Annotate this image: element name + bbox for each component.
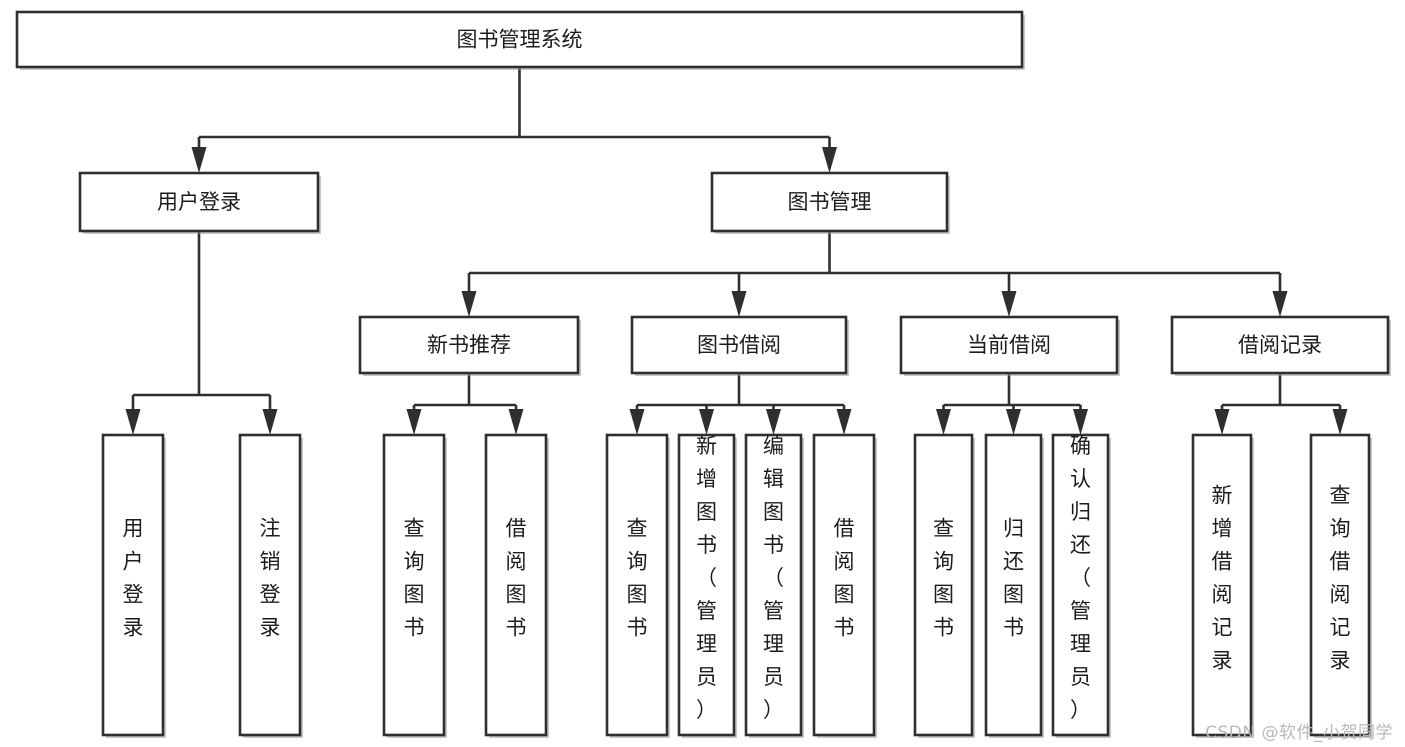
node-label: 用户登录 — [123, 517, 144, 640]
node-box[interactable] — [710, 171, 949, 233]
arrow-head-icon — [406, 409, 422, 435]
arrow-head-icon — [508, 409, 524, 435]
node-book-manage[interactable]: 图书管理 — [710, 171, 950, 234]
node-label: 图书管理 — [788, 190, 872, 214]
nodes-layer: 图书管理系统用户登录图书管理新书推荐图书借阅当前借阅借阅记录用户登录注销登录查询… — [15, 10, 1391, 738]
node-box[interactable] — [484, 433, 548, 737]
connector-group-book-borrow — [629, 373, 852, 435]
node-box[interactable] — [382, 433, 446, 737]
node-box[interactable] — [15, 10, 1024, 69]
arrow-head-icon — [191, 147, 207, 173]
node-leaf-borrow-book-rec[interactable]: 借阅图书 — [484, 433, 549, 738]
arrow-head-icon — [836, 409, 852, 435]
node-root[interactable]: 图书管理系统 — [15, 10, 1025, 70]
node-label: 图书管理系统 — [457, 28, 583, 52]
node-box[interactable] — [677, 433, 736, 737]
node-borrow-records[interactable]: 借阅记录 — [1170, 315, 1391, 376]
arrow-head-icon — [1272, 291, 1288, 317]
node-box[interactable] — [744, 433, 803, 737]
connector-group-book-manage — [461, 231, 1288, 317]
node-box[interactable] — [984, 433, 1043, 737]
arrow-head-icon — [1332, 409, 1348, 435]
node-leaf-logout[interactable]: 注销登录 — [238, 433, 303, 738]
node-label: 确认归还（管理员） — [1070, 434, 1091, 722]
node-box[interactable] — [812, 433, 876, 737]
node-leaf-query-record[interactable]: 查询借阅记录 — [1309, 433, 1372, 738]
arrow-head-icon — [766, 409, 781, 435]
arrow-head-icon — [731, 291, 747, 317]
node-label: 注销登录 — [260, 517, 281, 640]
node-label: 图书借阅 — [697, 333, 781, 357]
node-leaf-query-book-cur[interactable]: 查询图书 — [913, 433, 975, 738]
node-label: 借阅图书 — [834, 517, 855, 640]
arrow-head-icon — [699, 409, 714, 435]
node-label: 用户登录 — [157, 190, 241, 214]
node-label: 查询图书 — [627, 517, 648, 640]
node-label: 查询图书 — [933, 517, 954, 640]
connector-group-current-borrow — [936, 373, 1088, 435]
arrow-head-icon — [822, 147, 837, 173]
node-label: 借阅图书 — [506, 517, 527, 640]
node-leaf-add-record[interactable]: 新增借阅记录 — [1191, 433, 1254, 738]
arrow-head-icon — [1073, 409, 1088, 435]
connector-group-user-login — [125, 231, 278, 435]
node-label: 查询借阅记录 — [1330, 484, 1351, 673]
node-box[interactable] — [899, 315, 1119, 375]
node-new-book-recommend[interactable]: 新书推荐 — [358, 315, 581, 376]
node-leaf-confirm-return[interactable]: 确认归还（管理员） — [1051, 433, 1111, 738]
node-box[interactable] — [238, 433, 302, 737]
node-leaf-borrow-book[interactable]: 借阅图书 — [812, 433, 877, 738]
node-box[interactable] — [1170, 315, 1390, 375]
node-box[interactable] — [1191, 433, 1253, 737]
node-label: 新书推荐 — [427, 333, 511, 357]
arrow-head-icon — [125, 409, 141, 435]
node-label: 新增借阅记录 — [1212, 484, 1233, 673]
node-box[interactable] — [358, 315, 580, 375]
connector-group-root — [191, 67, 837, 173]
node-leaf-query-book-rec[interactable]: 查询图书 — [382, 433, 447, 738]
csdn-watermark: CSDN @软件_小贺同学 — [1205, 723, 1393, 743]
node-box[interactable] — [101, 433, 165, 737]
node-leaf-user-login[interactable]: 用户登录 — [101, 433, 166, 738]
arrow-head-icon — [1214, 409, 1230, 435]
node-current-borrow[interactable]: 当前借阅 — [899, 315, 1120, 376]
node-box[interactable] — [630, 315, 848, 375]
node-label: 当前借阅 — [967, 333, 1051, 357]
arrow-head-icon — [1006, 409, 1021, 435]
arrow-head-icon — [461, 291, 477, 317]
arrow-head-icon — [629, 409, 645, 435]
arrow-head-icon — [262, 409, 278, 435]
node-label: 借阅记录 — [1238, 333, 1322, 357]
node-leaf-edit-book[interactable]: 编辑图书（管理员） — [744, 433, 804, 738]
node-user-login[interactable]: 用户登录 — [78, 171, 321, 234]
arrow-head-icon — [1001, 291, 1017, 317]
connector-group-new-book-recommend — [406, 373, 524, 435]
node-label: 查询图书 — [404, 517, 425, 640]
node-leaf-return-book[interactable]: 归还图书 — [984, 433, 1044, 738]
node-box[interactable] — [78, 171, 320, 233]
node-label: 归还图书 — [1003, 517, 1024, 640]
node-label: 编辑图书（管理员） — [763, 434, 784, 722]
connector-group-borrow-records — [1214, 373, 1348, 435]
edges-layer — [125, 67, 1348, 435]
arrow-head-icon — [936, 409, 951, 435]
node-label: 新增图书（管理员） — [696, 434, 717, 722]
node-leaf-query-book-borrow[interactable]: 查询图书 — [605, 433, 670, 738]
node-box[interactable] — [913, 433, 974, 737]
node-box[interactable] — [1051, 433, 1110, 737]
node-leaf-add-book[interactable]: 新增图书（管理员） — [677, 433, 737, 738]
node-box[interactable] — [605, 433, 669, 737]
node-book-borrow[interactable]: 图书借阅 — [630, 315, 849, 376]
node-box[interactable] — [1309, 433, 1371, 737]
